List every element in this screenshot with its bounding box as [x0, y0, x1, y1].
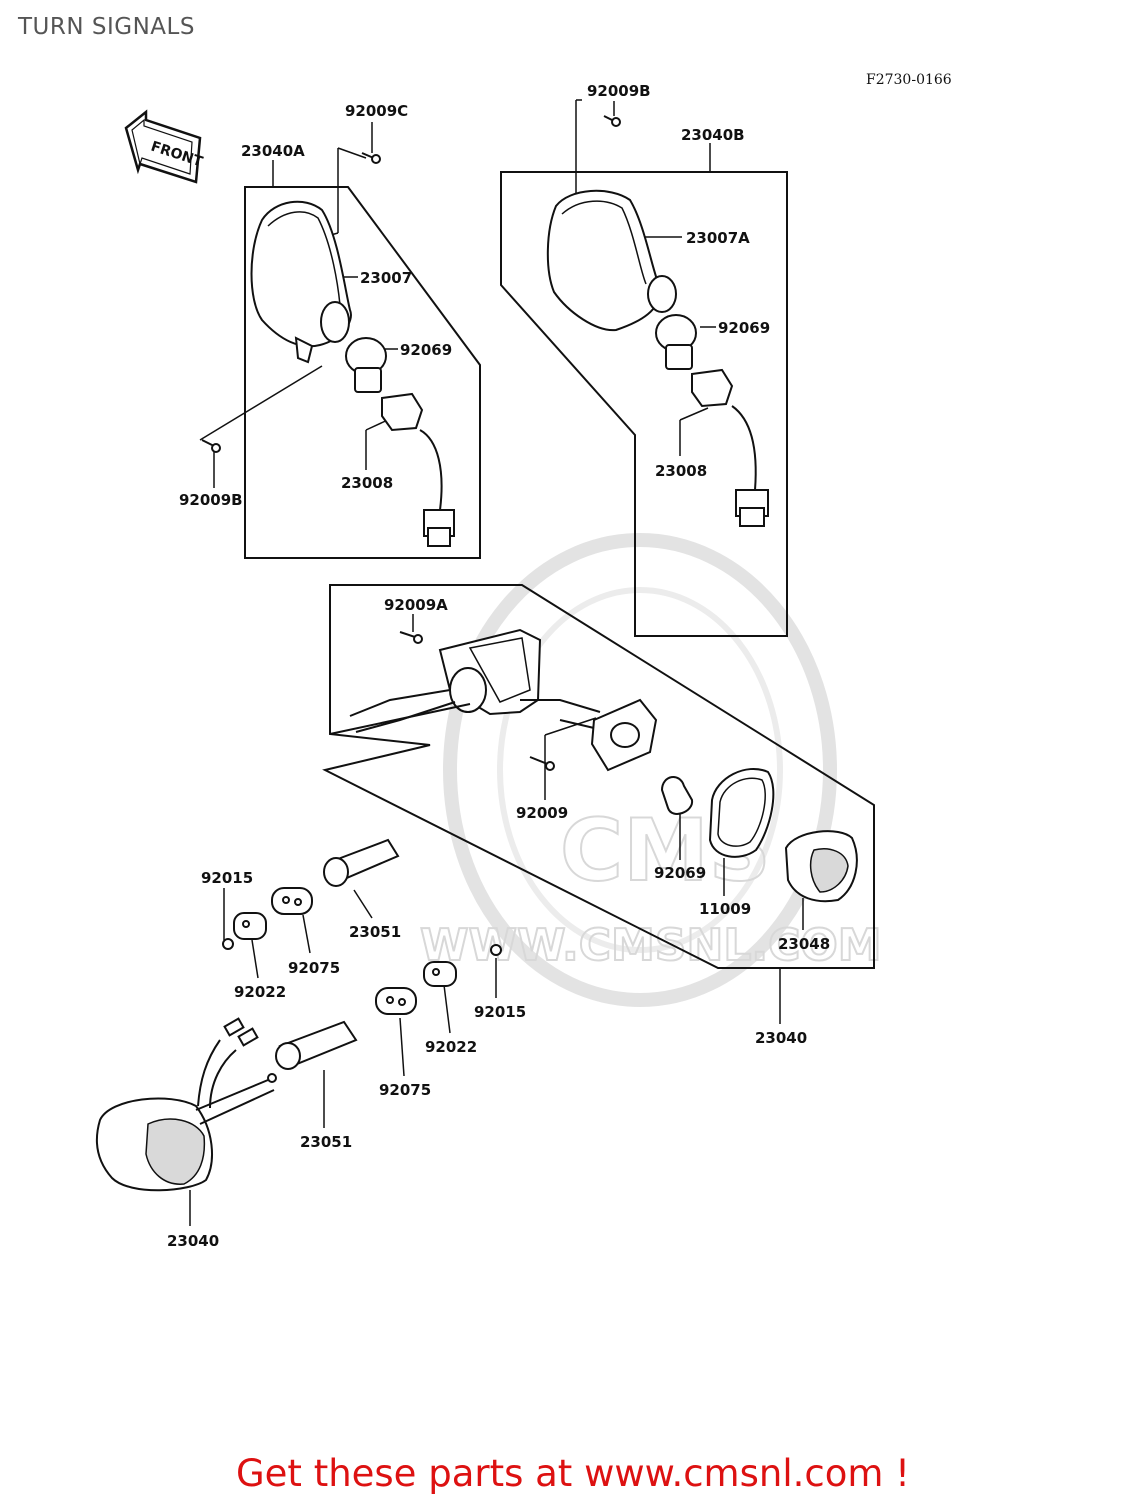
washer-92022-upper — [233, 912, 267, 940]
nut-92015-upper — [222, 938, 234, 950]
part-label: 92015 — [474, 1003, 526, 1021]
front-arrow-icon: FRONT — [124, 109, 205, 184]
part-label: 92009C — [345, 102, 408, 120]
front-label: FRONT — [149, 139, 205, 171]
part-label: 23008 — [655, 462, 707, 480]
leader-lines — [189, 99, 804, 1226]
part-label: 92075 — [288, 959, 340, 977]
socket-23008-b — [691, 368, 769, 527]
part-labels: 92009C 23040A 23007 92069 23008 92009B 9… — [167, 82, 830, 1250]
part-label: 92009A — [384, 596, 448, 614]
bulb-92069-b — [655, 314, 697, 370]
housing-23007a — [546, 189, 677, 332]
part-label: 92015 — [201, 869, 253, 887]
screw-92009c — [361, 152, 381, 164]
group-box-23040a — [244, 186, 481, 559]
screw-92009b-right — [603, 115, 621, 127]
washer-92022-lower — [423, 961, 457, 987]
screw-92009b-left — [201, 439, 221, 453]
bulb-92069 — [345, 337, 387, 393]
part-label: 23007 — [360, 269, 412, 287]
part-label: 92022 — [234, 983, 286, 1001]
part-label: 23048 — [778, 935, 830, 953]
part-label: 92009B — [179, 491, 243, 509]
part-label: 92069 — [718, 319, 770, 337]
watermark: CMS WWW.CMSNL.COM — [419, 533, 883, 1007]
gasket-11009 — [708, 767, 775, 858]
part-label: 11009 — [699, 900, 751, 918]
part-label: 23040 — [167, 1232, 219, 1250]
lens-mount-center — [559, 698, 658, 772]
group-box-23040 — [322, 584, 875, 969]
screw-92009a — [399, 631, 423, 644]
part-label: 92069 — [654, 864, 706, 882]
page-title: TURN SIGNALS — [18, 14, 195, 40]
footer-cta: Get these parts at www.cmsnl.com ! — [235, 1452, 910, 1495]
lens-23048 — [784, 830, 858, 903]
housing-23007 — [250, 200, 352, 364]
part-label: 92009B — [587, 82, 651, 100]
part-label: 23040A — [241, 142, 305, 160]
grommet-92075-lower — [375, 987, 417, 1015]
drawing-code: F2730-0166 — [866, 72, 952, 88]
part-label: 92069 — [400, 341, 452, 359]
part-label: 92075 — [379, 1081, 431, 1099]
part-label: 23007A — [686, 229, 750, 247]
part-label: 23051 — [349, 923, 401, 941]
grommet-23051-upper — [323, 838, 400, 887]
screw-92009 — [529, 756, 555, 771]
grommet-23051-lower — [275, 1020, 358, 1070]
part-label: 92009 — [516, 804, 568, 822]
signal-housing-center — [329, 628, 601, 735]
part-label: 23040 — [755, 1029, 807, 1047]
part-label: 23040B — [681, 126, 745, 144]
part-label: 92022 — [425, 1038, 477, 1056]
part-label: 23051 — [300, 1133, 352, 1151]
bulb-92069-c — [660, 776, 694, 815]
nut-92015-lower — [490, 944, 502, 956]
group-box-23040b — [500, 171, 788, 637]
grommet-92075-upper — [271, 887, 313, 915]
turn-signal-23040-lower — [95, 1017, 277, 1192]
socket-23008 — [381, 392, 455, 547]
part-label: 23008 — [341, 474, 393, 492]
